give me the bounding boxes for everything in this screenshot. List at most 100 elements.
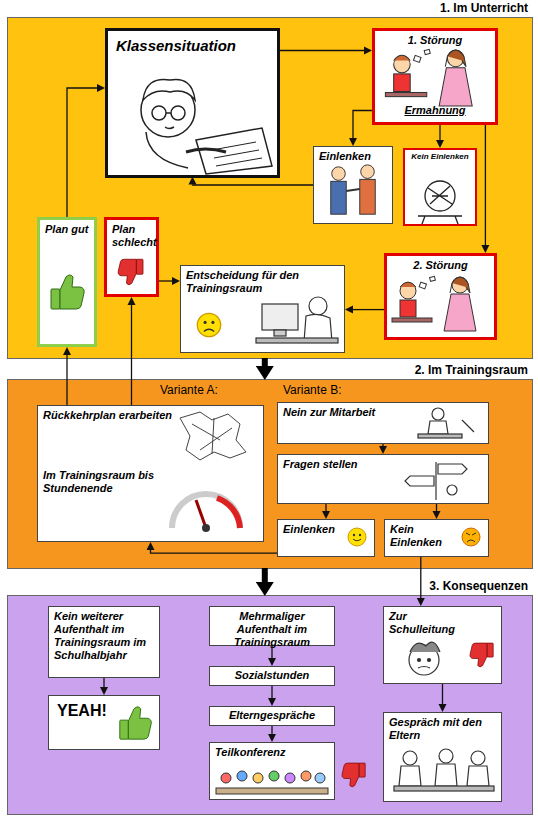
flow-arrow <box>271 686 272 698</box>
box-title: Zur Schulleitung <box>384 607 464 639</box>
person-body <box>435 764 457 786</box>
flow-arrow <box>436 504 437 511</box>
decision-box: Entscheidung für den Trainingsraum <box>180 265 345 353</box>
section-band: 2. Im TrainingsraumRückkehrplan erarbeit… <box>8 380 532 568</box>
student-hair <box>143 79 195 100</box>
person-head <box>471 751 485 765</box>
section-band: 1. Im UnterrichtKlassensituation1. Störu… <box>8 18 532 358</box>
outcome-box: Plan gut <box>37 217 97 347</box>
principal-hair <box>410 642 440 652</box>
box-title: Kein Einlenken <box>405 150 475 164</box>
process-box: Fragen stellen <box>277 454 489 504</box>
conference-illustration <box>216 771 328 794</box>
gauge-needle <box>196 500 206 528</box>
box-title: Nein zur Mitarbeit <box>278 403 488 422</box>
flow-arrow <box>325 504 326 511</box>
crumpled-paper <box>180 412 246 460</box>
box-title: Kein Einlenken <box>385 520 457 552</box>
process-box: Mehrmaliger Aufenthalt im Trainingsraum <box>209 606 335 646</box>
process-box: Rückkehrplan erarbeitenIm Trainingsraum … <box>37 405 264 542</box>
outcome-box: Kein weiterer Aufenthalt im Trainingsrau… <box>48 606 160 678</box>
flow-arrow <box>442 684 443 704</box>
speedometer <box>172 494 240 532</box>
box-title: 2. Störung <box>387 256 494 275</box>
thumb-down-group <box>470 643 493 667</box>
section-heading: 3. Konsequenzen <box>429 579 528 593</box>
eye <box>428 659 431 662</box>
table <box>394 786 494 791</box>
flow-arrow <box>67 88 97 217</box>
person-body <box>399 766 421 786</box>
box-title: Mehrmaliger Aufenthalt im Trainingsraum <box>210 607 334 652</box>
flow-arrow <box>103 678 104 687</box>
disturbance-box: 2. Störung <box>384 253 497 340</box>
figure-head <box>425 181 455 211</box>
flow-arrow <box>151 550 278 553</box>
box-title: Entscheidung für den Trainingsraum <box>181 266 344 298</box>
person-body <box>467 766 489 786</box>
thumb-up <box>51 275 84 309</box>
process-box: Teilkonferenz <box>209 742 335 800</box>
box-text: Im Trainingsraum bis Stundenende <box>38 466 173 498</box>
process-box: Zur Schulleitung <box>383 606 502 684</box>
student-illustration <box>141 79 272 174</box>
principal-face <box>409 645 439 675</box>
thumb-up <box>120 707 152 739</box>
person <box>221 773 231 783</box>
person <box>301 771 311 781</box>
worksheet-lines <box>212 142 262 166</box>
flow-arrow <box>485 125 486 245</box>
flow-arrow <box>439 125 440 140</box>
student-head <box>141 83 195 137</box>
person <box>315 773 325 783</box>
process-box: Kein Einlenken <box>403 148 477 226</box>
agreement-illustration <box>331 165 375 214</box>
box-title: Plan schlecht <box>107 220 156 252</box>
person-head <box>432 408 444 420</box>
person-body <box>428 421 448 434</box>
flow-arrow <box>382 444 383 446</box>
scribble <box>428 186 452 204</box>
signpost <box>405 462 467 500</box>
section-heading: 2. Im Trainingsraum <box>415 363 528 377</box>
writing-arm <box>186 149 226 152</box>
thumb-down <box>118 259 143 285</box>
disturbance-illustration <box>392 276 476 331</box>
sign <box>405 476 434 486</box>
flow-arrow <box>420 557 421 598</box>
table <box>256 338 338 343</box>
person-head <box>447 485 457 495</box>
box-title: Klassensituation <box>108 31 277 61</box>
process-box: Gespräch mit den Eltern <box>383 712 502 802</box>
gauge-red <box>217 498 240 528</box>
flow-arrow <box>353 111 372 139</box>
process-box: Einlenken <box>313 146 393 224</box>
glasses <box>152 106 166 120</box>
box-title: Einlenken <box>278 520 346 539</box>
box-title: Teilkonferenz <box>210 743 334 762</box>
parents-meeting <box>394 749 494 791</box>
computer-illustration <box>256 297 338 343</box>
box-title: Sozialstunden <box>210 667 334 684</box>
flow-arrow <box>280 50 364 51</box>
flow-arrow <box>193 184 314 186</box>
student-body <box>146 132 188 168</box>
process-box: Kein Einlenken <box>384 519 489 557</box>
thumb-down-group <box>118 259 143 285</box>
flow-arrow <box>353 309 384 310</box>
box-title: Elterngespräche <box>210 707 334 724</box>
box-title: Gespräch mit den Eltern <box>384 713 501 745</box>
post <box>435 462 436 500</box>
gauge-arc <box>172 494 240 528</box>
gauge-hub <box>202 524 210 532</box>
principal-illustration <box>409 642 440 675</box>
desk <box>418 434 462 438</box>
process-box: Nein zur Mitarbeit <box>277 402 489 444</box>
box-title: Fragen stellen <box>278 455 488 474</box>
stroke-line <box>462 420 474 432</box>
outcome-box: YEAH! <box>48 695 160 750</box>
process-box: Einlenken <box>277 519 375 557</box>
person <box>269 771 279 781</box>
monitor <box>262 304 298 330</box>
